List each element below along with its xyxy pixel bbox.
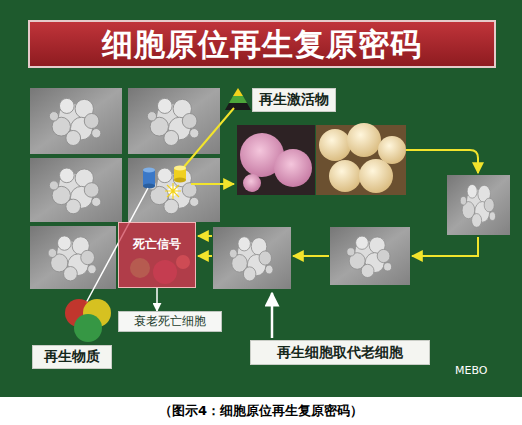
activator-pyramid-icon — [225, 88, 251, 110]
sem-image — [213, 227, 291, 289]
flow-arrow — [293, 255, 329, 257]
flow-arrow — [191, 183, 234, 185]
node-text: 衰老死亡细胞 — [134, 314, 206, 329]
title-text: 细胞原位再生复原密码 — [30, 22, 494, 66]
label-box: 再生物质 — [32, 345, 112, 369]
substance-circles — [65, 299, 111, 342]
dying-cell-image — [118, 222, 196, 288]
sem-image — [447, 175, 510, 235]
sem-image — [128, 158, 220, 222]
label-box: 再生细胞取代老细胞 — [250, 340, 430, 365]
flow-arrow — [406, 150, 478, 173]
caption-strip: （图示4：细胞原位再生复原密码） — [0, 400, 522, 420]
node-text: 再生激活物 — [259, 91, 329, 109]
watermark-label: MEBO — [455, 364, 487, 377]
flow-arrow — [198, 235, 212, 237]
sem-image — [330, 227, 410, 285]
sem-image — [30, 226, 116, 289]
signal-box: 死亡信号 — [118, 222, 196, 288]
flow-arrow — [271, 293, 274, 338]
cylinder-icon — [143, 168, 155, 189]
pink-cells-photo — [237, 125, 315, 195]
sem-image — [30, 158, 122, 222]
flow-arrow — [198, 255, 212, 257]
caption-text: （图示4：细胞原位再生复原密码） — [159, 402, 363, 420]
node-text: 死亡信号 — [133, 237, 181, 252]
yellow-cylinder-icon — [174, 166, 186, 183]
connector-arrow — [156, 288, 158, 311]
flow-arrow — [412, 237, 478, 256]
spheres-photo — [316, 123, 406, 195]
title-band: 细胞原位再生复原密码 — [28, 20, 496, 68]
node-text: 再生细胞取代老细胞 — [277, 344, 403, 362]
node-text: 再生物质 — [44, 348, 100, 366]
sem-image — [128, 88, 220, 154]
spark-icon — [165, 183, 181, 199]
label-box: 再生激活物 — [252, 88, 336, 112]
sem-image — [30, 88, 122, 154]
label-box: 衰老死亡细胞 — [118, 311, 222, 332]
leader-line — [183, 108, 234, 168]
